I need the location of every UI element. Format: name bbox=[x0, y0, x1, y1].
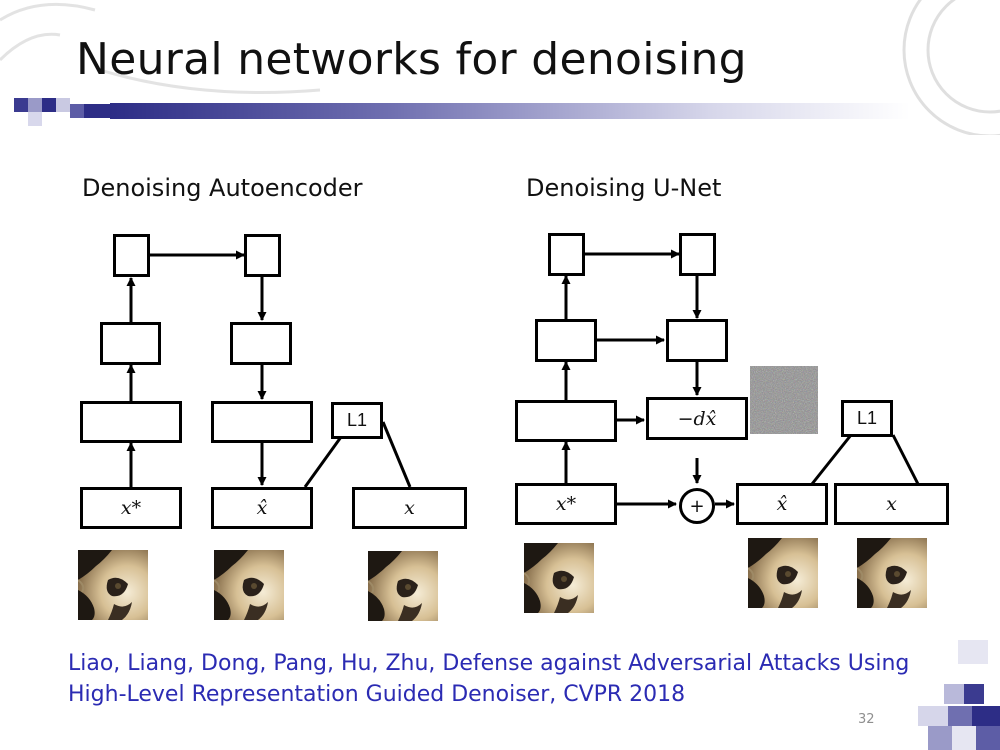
unet-l1-line-target bbox=[891, 434, 920, 485]
unet-title: Denoising U-Net bbox=[526, 174, 722, 202]
unet-encoder-block-2 bbox=[535, 319, 597, 362]
university-seal-watermark bbox=[902, 0, 1000, 135]
ae-encoder-block-2 bbox=[100, 322, 161, 365]
ae-input-label: x* bbox=[120, 497, 142, 519]
ae-target-panda-image bbox=[368, 551, 438, 621]
unet-target-panda-image bbox=[857, 538, 927, 608]
unet-input-panda-image bbox=[524, 543, 594, 613]
unet-l1-line-output bbox=[810, 434, 853, 485]
unet-output-box: x̂ bbox=[736, 483, 828, 525]
ae-loss-box: L1 bbox=[331, 402, 383, 439]
brush-stroke-decoration bbox=[0, 2, 321, 94]
unet-residual-box: −dx̂ bbox=[646, 397, 748, 440]
citation-line-2: High-Level Representation Guided Denoise… bbox=[68, 682, 686, 707]
citation: Liao, Liang, Dong, Pang, Hu, Zhu, Defens… bbox=[68, 648, 909, 710]
ae-encoder-block-3 bbox=[113, 234, 150, 277]
ae-decoder-block-2 bbox=[230, 322, 292, 365]
ae-input-box: x* bbox=[80, 487, 182, 529]
unet-sum-node: + bbox=[679, 488, 715, 524]
ae-output-label: x̂ bbox=[256, 497, 268, 519]
ae-l1-line-target bbox=[381, 421, 412, 488]
unet-target-box: x bbox=[834, 483, 949, 525]
unet-sum-label: + bbox=[689, 495, 705, 517]
unet-loss-box: L1 bbox=[841, 400, 893, 437]
footer-decoration bbox=[918, 640, 1000, 750]
unet-residual-label: −dx̂ bbox=[677, 407, 717, 430]
ae-decoder-block-1 bbox=[211, 401, 313, 443]
unet-output-label: x̂ bbox=[776, 493, 788, 515]
ae-decoder-block-3 bbox=[244, 234, 281, 277]
header-decoration bbox=[0, 0, 1000, 135]
unet-input-label: x* bbox=[555, 493, 577, 515]
ae-output-panda-image bbox=[214, 550, 284, 620]
unet-encoder-block-3 bbox=[548, 233, 585, 276]
unet-decoder-block-2 bbox=[666, 319, 728, 362]
ae-input-panda-image bbox=[78, 550, 148, 620]
ae-encoder-block-1 bbox=[80, 401, 182, 443]
unet-loss-label: L1 bbox=[856, 408, 878, 428]
header-pixel-squares bbox=[14, 98, 110, 126]
unet-input-box: x* bbox=[515, 483, 617, 525]
unet-encoder-block-1 bbox=[515, 400, 617, 442]
citation-line-1: Liao, Liang, Dong, Pang, Hu, Zhu, Defens… bbox=[68, 651, 910, 676]
unet-decoder-block-3 bbox=[679, 233, 716, 276]
slide-title: Neural networks for denoising bbox=[76, 34, 747, 85]
ae-l1-line-output bbox=[303, 436, 343, 488]
noise-perturbation-image bbox=[750, 366, 818, 434]
ae-loss-label: L1 bbox=[346, 410, 368, 430]
ae-target-label: x bbox=[404, 497, 415, 519]
unet-output-panda-image bbox=[748, 538, 818, 608]
unet-target-label: x bbox=[886, 493, 897, 515]
autoencoder-title: Denoising Autoencoder bbox=[82, 174, 363, 202]
ae-target-box: x bbox=[352, 487, 467, 529]
header-gradient-band bbox=[110, 103, 910, 119]
page-number: 32 bbox=[858, 712, 875, 727]
ae-output-box: x̂ bbox=[211, 487, 313, 529]
